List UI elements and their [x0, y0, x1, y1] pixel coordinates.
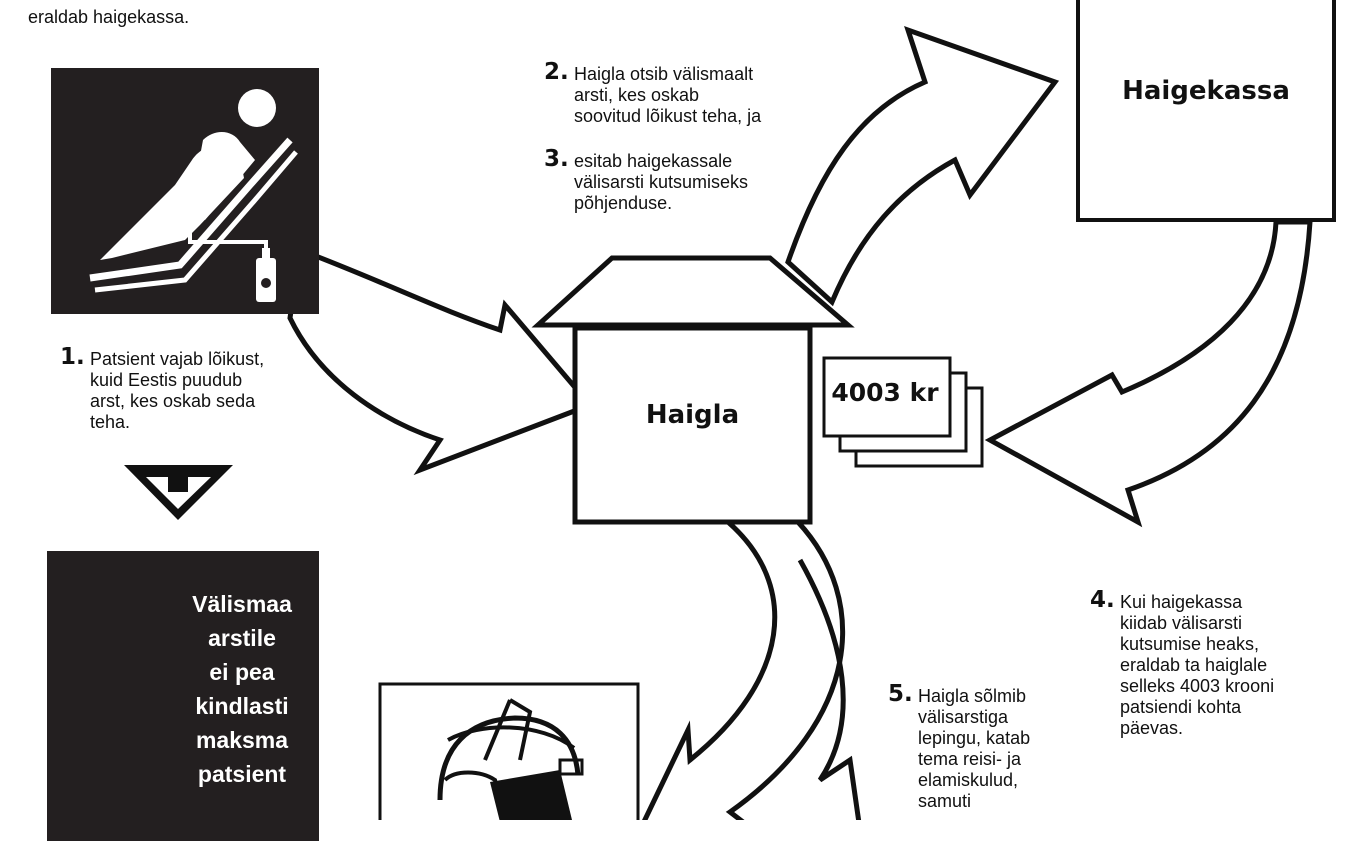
- step-3: 3. esitab haigekassale välisarsti kutsum…: [544, 148, 749, 214]
- payment-label: 4003 kr: [831, 378, 939, 407]
- warning-panel: Välismaa arstile ei pea kindlasti maksma…: [47, 551, 319, 841]
- step-line: kiidab välisarsti: [1120, 613, 1243, 633]
- haigla-label: Haigla: [645, 400, 740, 430]
- step-4: 4. Kui haigekassa kiidab välisarsti kuts…: [1090, 589, 1275, 739]
- step-number: 4.: [1090, 587, 1115, 613]
- warning-line: ei pea: [209, 659, 275, 685]
- step-number: 2.: [544, 59, 569, 85]
- step-line: elamiskulud,: [918, 770, 1019, 790]
- step-line: arst, kes oskab seda: [90, 391, 256, 411]
- arrow-hospital-to-surgeon: [642, 519, 846, 820]
- step-line: kutsumise heaks,: [1120, 634, 1260, 654]
- warning-line: kindlasti: [195, 693, 289, 719]
- step-line: lepingu, katab: [918, 728, 1031, 748]
- step-number: 3.: [544, 146, 569, 172]
- step-line: arsti, kes oskab: [574, 85, 700, 105]
- step-line: Patsient vajab lõikust,: [90, 349, 265, 369]
- step-line: põhjenduse.: [574, 193, 673, 213]
- step-line: eraldab ta haiglale: [1120, 655, 1268, 675]
- step-line: kuid Eestis puudub: [90, 370, 243, 390]
- step-line: välisarstiga: [918, 707, 1009, 727]
- warning-line: maksma: [195, 727, 289, 753]
- house-icon: [531, 255, 855, 525]
- haigekassa-box: Haigekassa: [1076, 0, 1336, 222]
- arrow-hospital-to-surgeon-tail: [797, 558, 862, 820]
- step-line: selleks 4003 krooni: [1120, 676, 1275, 696]
- warning-line: arstile: [208, 625, 276, 651]
- step-5: 5. Haigla sõlmib välisarstiga lepingu, k…: [888, 683, 1031, 812]
- warning-line: Välismaa: [192, 591, 292, 617]
- step-line: Haigla otsib välismaalt: [574, 64, 754, 84]
- haigekassa-label: Haigekassa: [1122, 76, 1290, 106]
- arrow-patient-to-hospital: [287, 246, 595, 476]
- intro-fragment: eraldab haigekassa.: [28, 7, 190, 27]
- step-line: tema reisi- ja: [918, 749, 1022, 769]
- step-line: teha.: [90, 412, 131, 432]
- step-line: samuti: [918, 791, 972, 811]
- down-arrow-icon: [124, 465, 233, 520]
- step-line: Haigla sõlmib: [918, 686, 1027, 706]
- arrow-hospital-to-haigekassa: [785, 25, 1060, 307]
- step-line: esitab haigekassale: [574, 151, 733, 171]
- warning-line: patsient: [197, 761, 287, 787]
- money-stack-icon: [822, 356, 984, 468]
- arrow-haigekassa-to-money: [984, 219, 1313, 528]
- diagram-graphics: [51, 25, 1313, 820]
- step-line: patsiendi kohta: [1120, 697, 1242, 717]
- step-2: 2. Haigla otsib välismaalt arsti, kes os…: [544, 61, 762, 127]
- step-line: Kui haigekassa: [1120, 592, 1243, 612]
- step-number: 1.: [60, 344, 85, 370]
- step-line: soovitud lõikust teha, ja: [574, 106, 762, 126]
- patient-chair-icon: [51, 68, 319, 314]
- step-1: 1. Patsient vajab lõikust, kuid Eestis p…: [60, 346, 265, 433]
- step-line: päevas.: [1120, 718, 1184, 738]
- step-line: välisarsti kutsumiseks: [574, 172, 749, 192]
- step-number: 5.: [888, 681, 913, 707]
- warning-text: Välismaa arstile ei pea kindlasti maksma…: [167, 587, 317, 791]
- surgeon-icon: [378, 682, 640, 820]
